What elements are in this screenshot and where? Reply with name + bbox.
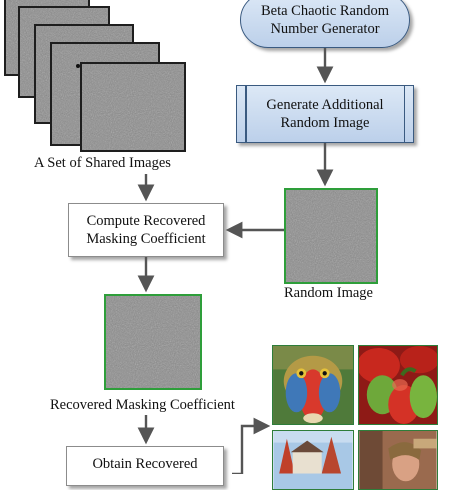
generator-line2: Number Generator xyxy=(270,21,380,37)
random-image xyxy=(284,188,378,284)
process-bar-left xyxy=(245,86,247,142)
generator-node: Beta Chaotic Random Number Generator xyxy=(240,0,410,48)
generator-line1: Beta Chaotic Random xyxy=(260,3,390,19)
compute-line1: Compute Recovered xyxy=(86,213,206,229)
process-bar-right xyxy=(403,86,405,142)
generate-image-line1: Generate Additional xyxy=(266,97,384,113)
arrow-obtain-to-images xyxy=(232,417,271,474)
generate-image-node: Generate Additional Random Image xyxy=(236,85,414,143)
connectors xyxy=(137,48,334,474)
random-image-label: Random Image xyxy=(284,285,373,301)
recovered-coefficient-image xyxy=(104,294,202,390)
obtain-line1: Obtain Recovered xyxy=(92,456,198,472)
compute-node: Compute Recovered Masking Coefficient xyxy=(68,203,224,257)
generate-image-line2: Random Image xyxy=(280,115,370,131)
shared-image-5 xyxy=(80,62,186,152)
ellipsis-dot-1 xyxy=(76,64,80,68)
shared-images-label: A Set of Shared Images xyxy=(34,155,171,171)
recovered-coefficient-label: Recovered Masking Coefficient xyxy=(50,397,235,413)
image-peppers xyxy=(358,345,438,425)
compute-line2: Masking Coefficient xyxy=(86,231,206,247)
image-baboon xyxy=(272,345,354,425)
